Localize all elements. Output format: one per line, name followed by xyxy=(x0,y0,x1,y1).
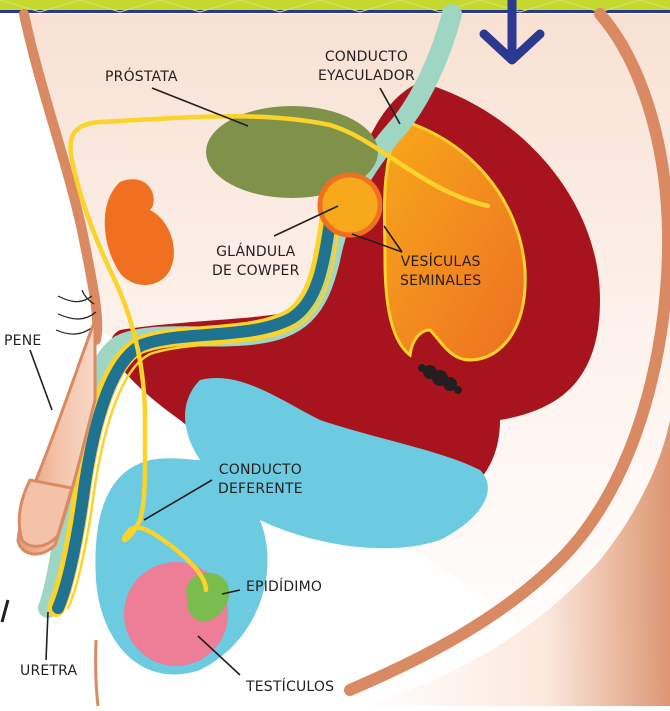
edge-mark xyxy=(2,600,8,622)
label-conducto-eyaculador-line1: CONDUCTO xyxy=(318,48,415,67)
label-conducto-deferente: CONDUCTO DEFERENTE xyxy=(218,461,303,499)
label-conducto-eyaculador: CONDUCTO EYACULADOR xyxy=(318,48,415,86)
label-testiculos: TESTÍCULOS xyxy=(246,678,334,697)
label-vesiculas-seminales: VESÍCULAS SEMINALES xyxy=(400,253,481,291)
label-glandula-cowper-line2: DE COWPER xyxy=(212,262,300,281)
label-prostata: PRÓSTATA xyxy=(105,68,178,87)
label-glandula-cowper-line1: GLÁNDULA xyxy=(212,243,300,262)
label-pene: PENE xyxy=(4,332,41,351)
cowper-gland xyxy=(320,175,380,235)
label-uretra: URETRA xyxy=(20,662,77,681)
scrotum-back-outline xyxy=(96,640,98,706)
label-conducto-deferente-line1: CONDUCTO xyxy=(218,461,303,480)
label-glandula-cowper: GLÁNDULA DE COWPER xyxy=(212,243,300,281)
label-conducto-deferente-line2: DEFERENTE xyxy=(218,480,303,499)
label-vesiculas-seminales-line1: VESÍCULAS xyxy=(400,253,481,272)
label-conducto-eyaculador-line2: EYACULADOR xyxy=(318,67,415,86)
label-epididimo: EPIDÍDIMO xyxy=(246,578,322,597)
top-banner xyxy=(0,0,670,13)
label-vesiculas-seminales-line2: SEMINALES xyxy=(400,272,481,291)
